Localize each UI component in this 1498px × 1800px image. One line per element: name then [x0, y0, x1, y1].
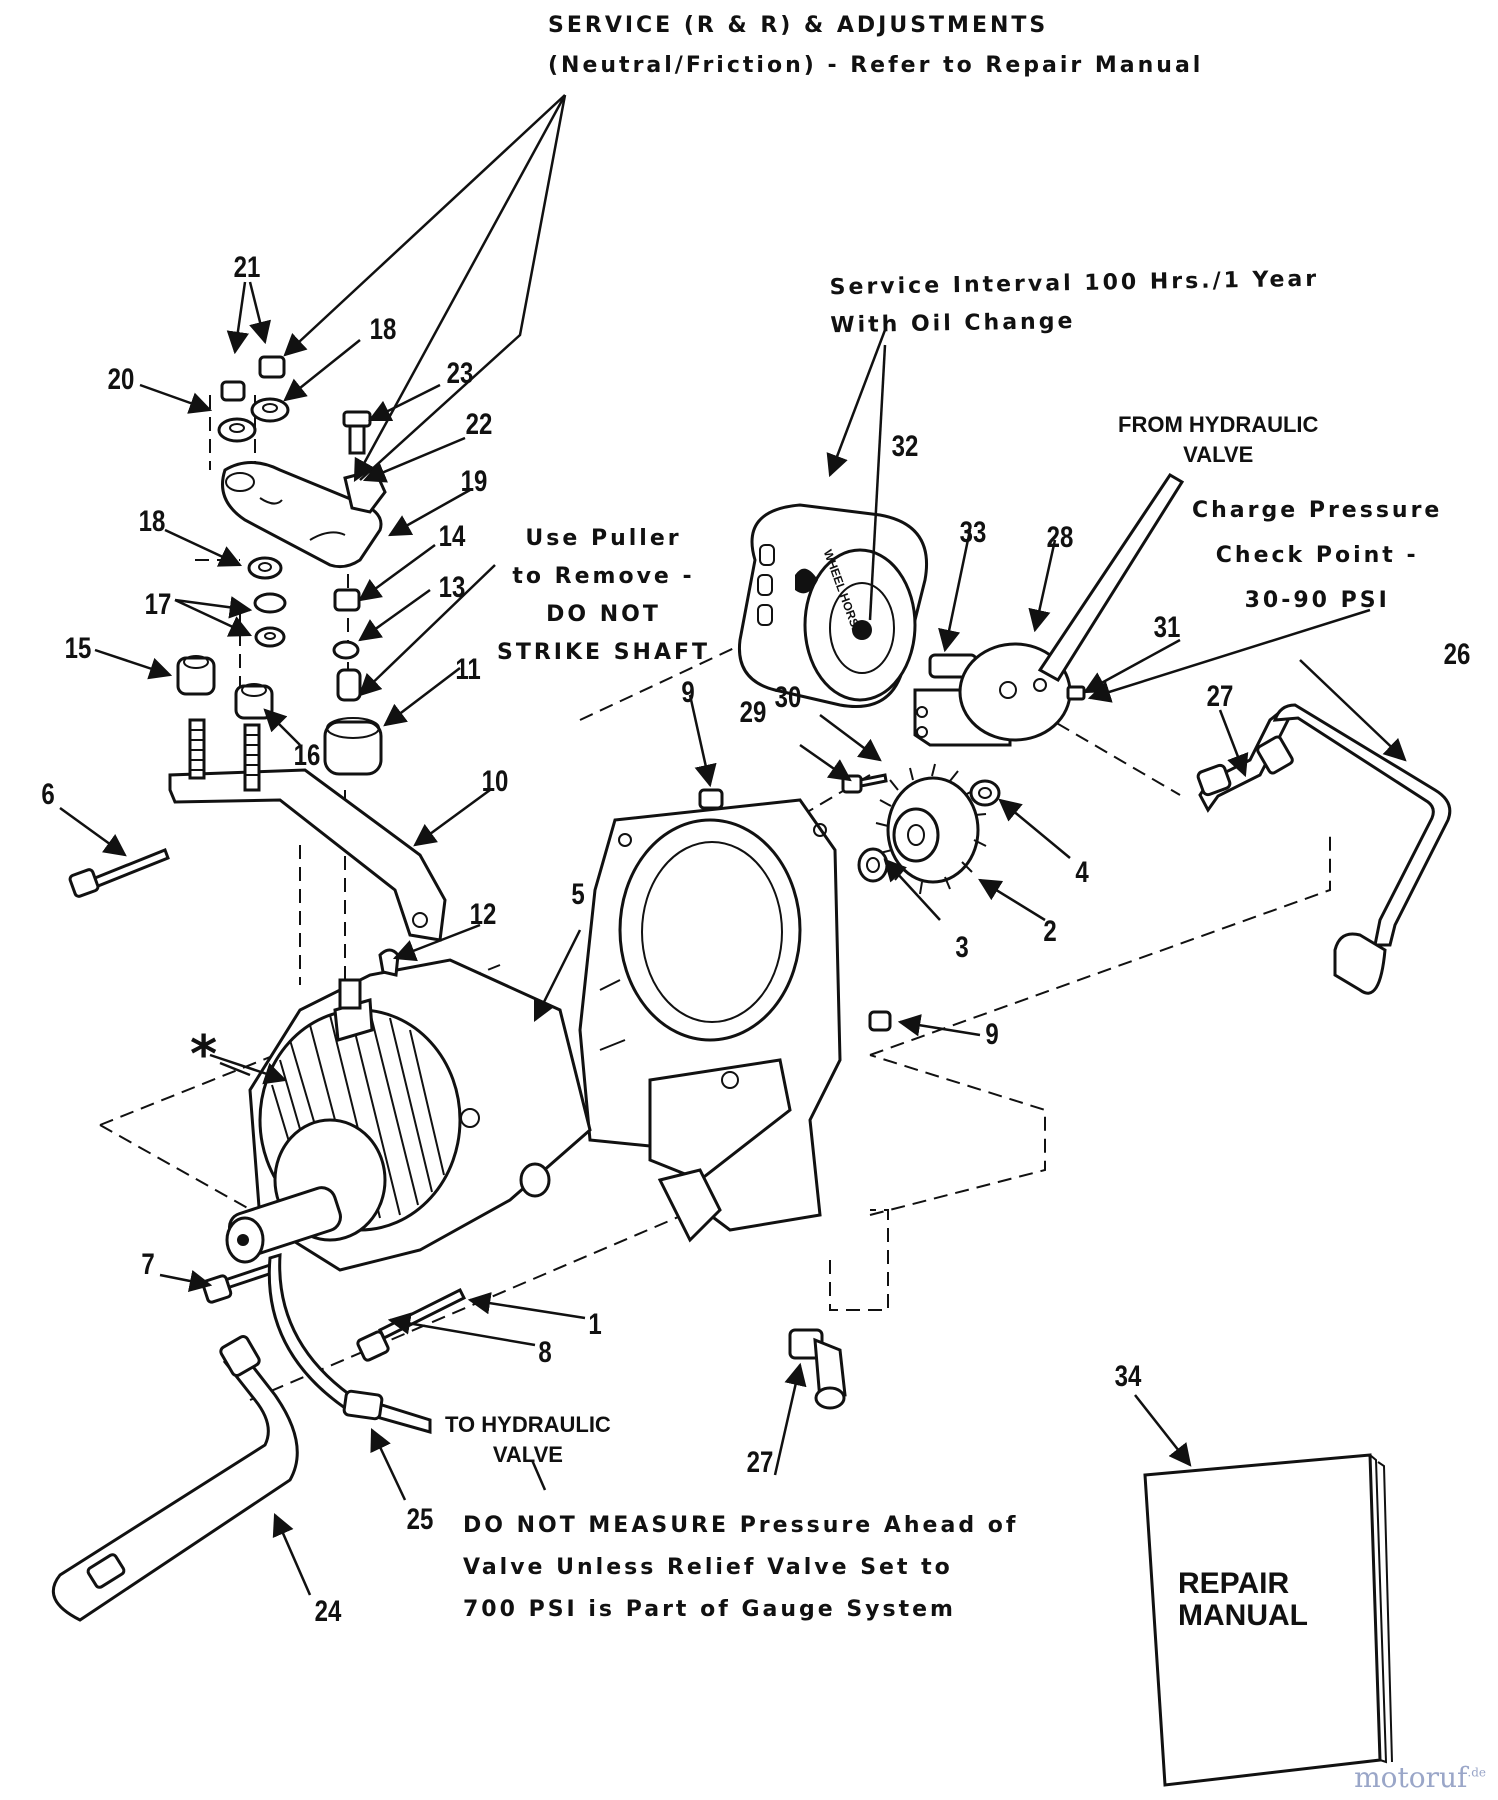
to-hydraulic-valve-line-1: TO HYDRAULIC [445, 1412, 611, 1437]
part-number-12: 12 [469, 898, 497, 931]
part-number-4: 4 [1075, 856, 1089, 889]
use-puller-note: Use Puller to Remove - DO NOT STRIKE SHA… [497, 520, 710, 672]
part-number-5: 5 [571, 878, 585, 911]
part-number-23: 23 [446, 357, 474, 390]
filter-adapter [913, 472, 1185, 747]
part-number-33: 33 [959, 516, 987, 549]
use-puller-line-1: Use Puller [525, 526, 682, 551]
use-puller-line-2: to Remove - [512, 564, 695, 589]
part-number-24: 24 [314, 1595, 342, 1628]
part-number-22: 22 [465, 408, 493, 441]
part-number-25: 25 [406, 1503, 434, 1536]
service-adjustments-line-1: SERVICE (R & R) & ADJUSTMENTS [548, 13, 1049, 38]
part-number-29: 29 [739, 696, 767, 729]
from-hydraulic-valve-line-1: FROM HYDRAULIC [1118, 412, 1319, 437]
do-not-measure-line-3: 700 PSI is Part of Gauge System [463, 1597, 956, 1622]
part-number-30: 30 [774, 681, 802, 714]
lower-elbow-fitting [788, 1328, 847, 1410]
part-number-16: 16 [293, 739, 321, 772]
part-number-15: 15 [64, 632, 92, 665]
charge-pressure-line-1: Charge Pressure [1192, 498, 1443, 523]
service-interval-note: Service Interval 100 Hrs./1 Year With Oi… [829, 261, 1320, 346]
repair-manual-title: REPAIR MANUAL [1178, 1568, 1308, 1632]
part-number-2: 2 [1043, 915, 1057, 948]
use-puller-line-4: STRIKE SHAFT [497, 640, 711, 665]
part-number-9-top: 9 [681, 676, 695, 709]
part-number-7: 7 [141, 1248, 155, 1281]
part-number-18-top: 18 [369, 313, 397, 346]
part-number-31: 31 [1153, 611, 1181, 644]
service-adjustments-line-2: (Neutral/Friction) - Refer to Repair Man… [548, 53, 1204, 78]
part-number-28: 28 [1046, 521, 1074, 554]
oil-filter [737, 503, 928, 708]
use-puller-line-3: DO NOT [546, 602, 661, 627]
part-number-11: 11 [455, 653, 481, 686]
part-number-14: 14 [438, 520, 466, 553]
leader-arrows [59, 94, 1407, 1596]
from-hydraulic-valve-caption: FROM HYDRAULIC VALVE [1118, 410, 1318, 470]
part-number-1: 1 [588, 1308, 602, 1341]
part-number-18-left: 18 [138, 505, 166, 538]
repair-manual-line-1: REPAIR [1178, 1567, 1290, 1600]
do-not-measure-line-1: DO NOT MEASURE Pressure Ahead of [463, 1513, 1019, 1538]
part-number-27-bottom: 27 [746, 1446, 774, 1479]
charge-pressure-line-2: Check Point - [1215, 543, 1419, 568]
watermark-text: motoruf [1354, 1761, 1468, 1794]
part-number-3: 3 [955, 931, 969, 964]
part-number-27-right: 27 [1206, 680, 1234, 713]
nuts-9 [698, 788, 892, 1032]
part-number-34: 34 [1114, 1360, 1142, 1393]
part-number-20: 20 [107, 363, 135, 396]
control-plate [221, 461, 383, 569]
part-number-21: 21 [233, 251, 261, 284]
part-number-9-right: 9 [985, 1018, 999, 1051]
drive-gear [857, 763, 1001, 895]
charge-pressure-note: Charge Pressure Check Point - 30-90 PSI [1192, 488, 1442, 623]
asterisk-marker: * [190, 1025, 218, 1085]
from-hydraulic-valve-line-2: VALVE [1183, 442, 1254, 467]
repair-manual-book [1143, 1453, 1393, 1787]
charge-pressure-line-3: 30-90 PSI [1244, 588, 1390, 613]
part-number-32: 32 [891, 430, 919, 463]
to-hydraulic-valve-caption: TO HYDRAULIC VALVE [445, 1410, 611, 1470]
part-number-10: 10 [481, 765, 509, 798]
axle-housing [578, 798, 842, 1243]
watermark: motoruf.de [1354, 1761, 1486, 1794]
part-number-6: 6 [41, 778, 55, 811]
watermark-suffix: .de [1467, 1765, 1486, 1780]
part-number-17: 17 [144, 588, 172, 621]
part-number-8: 8 [538, 1336, 552, 1369]
do-not-measure-line-2: Valve Unless Relief Valve Set to [463, 1555, 953, 1580]
part-number-26: 26 [1443, 638, 1471, 671]
hydraulic-pump [225, 958, 592, 1272]
pump-hoses [51, 1252, 432, 1622]
charge-line [1196, 703, 1452, 995]
do-not-measure-note: DO NOT MEASURE Pressure Ahead of Valve U… [463, 1505, 1018, 1631]
part-number-13: 13 [438, 571, 466, 604]
part-number-19: 19 [460, 465, 488, 498]
drive-key [378, 948, 400, 977]
to-hydraulic-valve-line-2: VALVE [492, 1442, 563, 1467]
repair-manual-line-2: MANUAL [1178, 1599, 1308, 1632]
service-adjustments-note: SERVICE (R & R) & ADJUSTMENTS (Neutral/F… [548, 6, 1203, 86]
